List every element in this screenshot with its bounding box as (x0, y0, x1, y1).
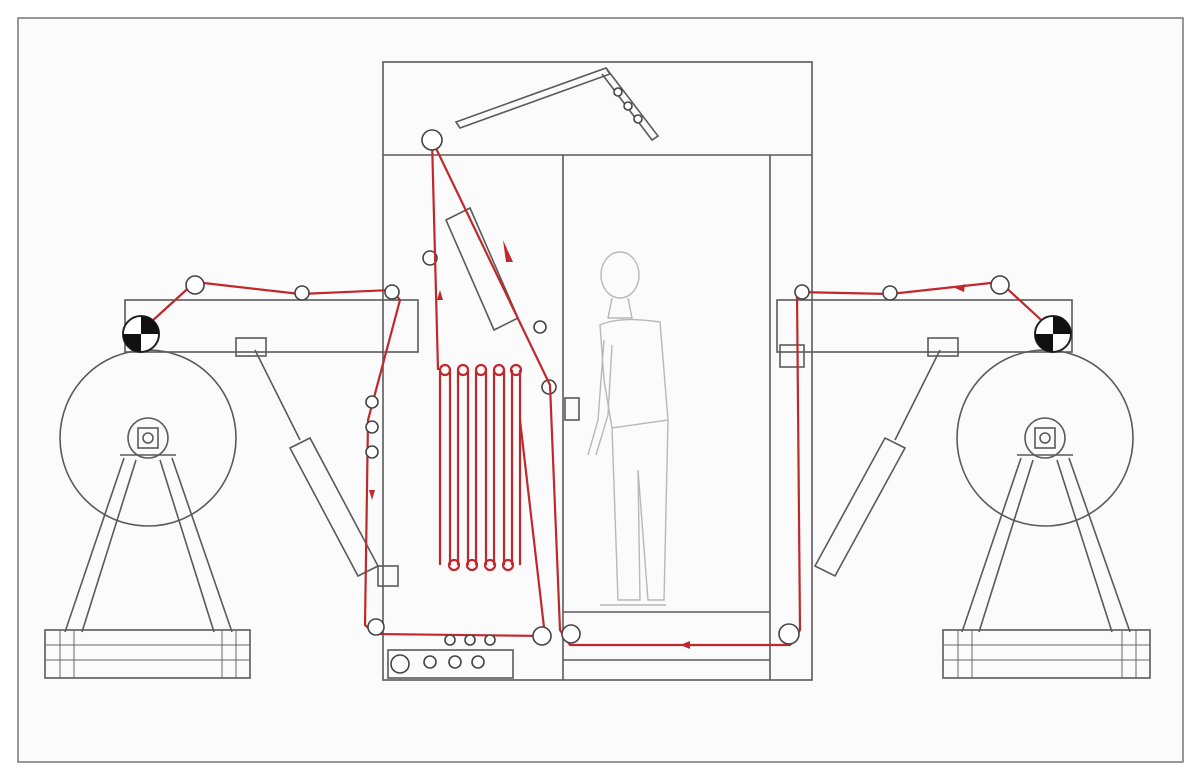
right-guide-roller (882, 285, 898, 301)
right-drive-roller-marking (1035, 316, 1071, 352)
festoon-loop-top (492, 363, 506, 377)
lamp-bulb (613, 87, 623, 97)
right-roll-hub (1024, 417, 1066, 459)
sensor-box (564, 397, 580, 421)
operator-legs (611, 419, 669, 601)
lamp-bulb (623, 101, 633, 111)
drive-unit (387, 634, 514, 679)
left-roll-hub (127, 417, 169, 459)
right-hydraulic-cylinder (779, 337, 959, 578)
central-frame (382, 61, 813, 681)
right-roll-stand (942, 349, 1151, 679)
gear (484, 634, 496, 646)
festoon-loop-top (438, 363, 452, 377)
left-a-frame (64, 454, 233, 633)
festoon-loop-top (456, 363, 470, 377)
gear (464, 634, 476, 646)
festoon-web (438, 370, 522, 565)
left-drive-roller-marking (123, 316, 159, 352)
bottom-roller (778, 623, 800, 645)
bottom-roller (367, 618, 385, 636)
lamp-bulb (633, 114, 643, 124)
motor-pulley (390, 654, 410, 674)
festoon-loop-bottom (465, 558, 479, 572)
left-guide-roller (384, 284, 400, 300)
left-roll-shaft-block (137, 427, 159, 449)
lamp-assembly (454, 67, 660, 142)
gear (471, 655, 485, 669)
operator-arm (587, 339, 613, 456)
festoon-loops (438, 363, 523, 572)
right-base (942, 629, 1151, 679)
right-cylinder-rod (894, 349, 941, 441)
left-cylinder-rod (254, 349, 301, 441)
left-cylinder-mount (235, 337, 267, 357)
guide-roller (422, 250, 438, 266)
right-guide-roller (990, 275, 1010, 295)
left-cylinder-foot (377, 565, 399, 587)
gear (423, 655, 437, 669)
rollers (122, 129, 1072, 646)
frame-outline (382, 61, 813, 681)
right-guide-roller (794, 284, 810, 300)
left-base-detail (45, 630, 250, 678)
tension-roller (365, 420, 379, 434)
guide-roller (533, 320, 547, 334)
bottom-roller (561, 624, 581, 644)
left-guide-roller (294, 285, 310, 301)
left-roll-shaft (142, 432, 154, 444)
right-beam (776, 299, 1073, 353)
festoon-loop-top (474, 363, 488, 377)
festoon-loop-top (509, 363, 523, 377)
right-bracket (779, 344, 805, 368)
right-roll-shaft (1039, 432, 1051, 444)
festoon-loop-bottom (501, 558, 515, 572)
top-roller (421, 129, 443, 151)
motor-housing (387, 649, 514, 679)
left-guide-roller (185, 275, 205, 295)
gear (444, 634, 456, 646)
tension-roller (365, 445, 379, 459)
right-a-frame (961, 454, 1131, 633)
right-cylinder-mount (927, 337, 959, 357)
operator-figure (587, 251, 669, 606)
right-roll-shaft-block (1034, 427, 1056, 449)
left-hydraulic-cylinder (235, 337, 399, 587)
operator-neck (607, 297, 633, 319)
operator-head (600, 251, 640, 299)
operator-torso (599, 318, 669, 429)
festoon-loop-bottom (483, 558, 497, 572)
bottom-roller (532, 626, 552, 646)
fabric-web-path (139, 139, 1053, 647)
right-base-detail (943, 630, 1150, 678)
tension-roller (365, 395, 379, 409)
right-cylinder-body (813, 436, 907, 578)
festoon-loop-bottom (447, 558, 461, 572)
left-base (44, 629, 251, 679)
gear (448, 655, 462, 669)
